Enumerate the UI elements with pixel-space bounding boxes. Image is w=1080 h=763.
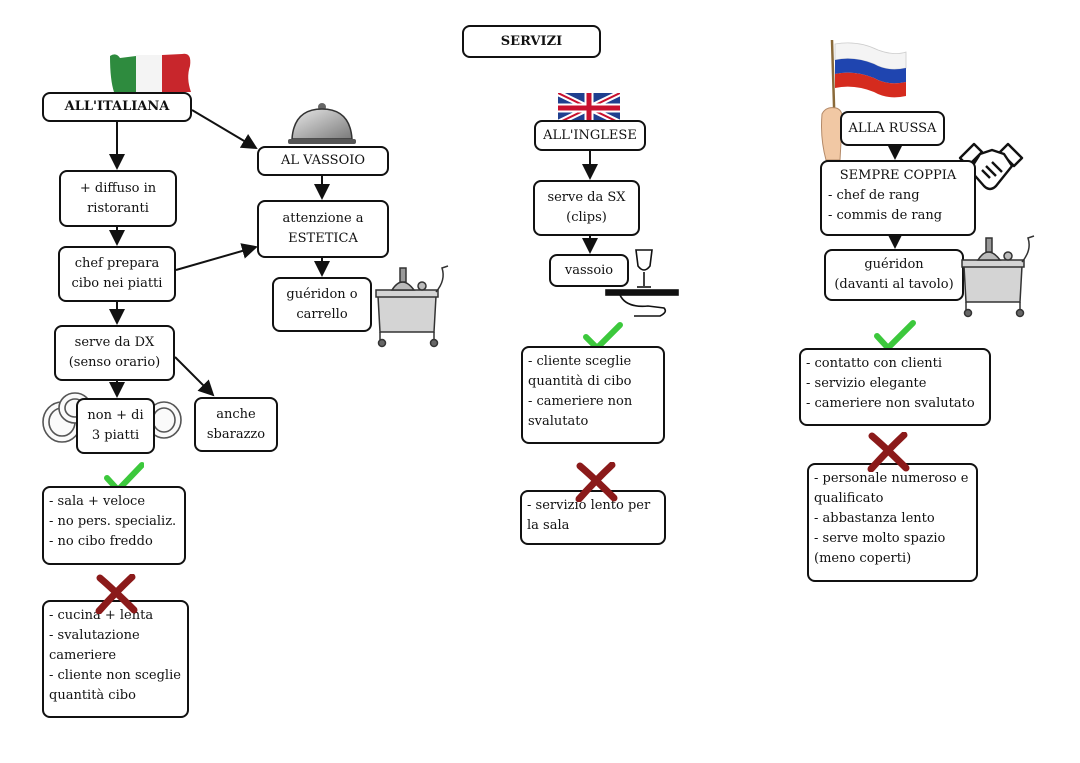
serve-dx-line-1: serve da DX	[74, 335, 155, 350]
inglese-header: ALL'INGLESE	[534, 120, 646, 151]
title-box: SERVIZI	[462, 25, 601, 58]
vassoio-header: AL VASSOIO	[257, 146, 389, 176]
ru-contro-1: - personale numeroso e	[814, 471, 969, 486]
russa-coppia-box: SEMPRE COPPIA - chef de rang - commis de…	[820, 160, 976, 236]
ru-contro-2: qualificato	[814, 491, 884, 506]
eng-pro-2: quantità di cibo	[528, 374, 632, 389]
cloche-icon	[288, 103, 356, 144]
vassoio-header-text: AL VASSOIO	[280, 153, 366, 168]
vassoio-estetica-box: attenzione a ESTETICA	[257, 200, 389, 258]
italiana-pro-box: - sala + veloce - no pers. specializ. - …	[42, 486, 186, 565]
ru-contro-5: (meno coperti)	[814, 551, 912, 566]
arrow-italiana-vassoio	[191, 109, 258, 150]
italiana-serve-box: serve da DX (senso orario)	[54, 325, 175, 381]
ru-pro-1: - contatto con clienti	[806, 356, 943, 371]
italiana-chef-box: chef prepara cibo nei piatti	[58, 246, 176, 302]
inglese-serve-box: serve da SX (clips)	[533, 180, 640, 236]
russa-gueridon-box: guéridon (davanti al tavolo)	[824, 249, 964, 301]
gueridon-line-1: guéridon o	[286, 286, 358, 302]
ru-gueridon-line-1: guéridon	[864, 257, 924, 272]
trolley-icon	[961, 235, 1035, 318]
cross-icon	[867, 432, 910, 472]
russa-contro-box: - personale numeroso e qualificato - abb…	[807, 463, 978, 582]
russa-header: ALLA RUSSA	[840, 111, 945, 146]
eng-pro-3: - cameriere non	[528, 394, 633, 409]
ru-pro-3: - cameriere non svalutato	[806, 396, 975, 411]
italiana-contro-box: - cucina + lenta - svalutazione camerier…	[42, 600, 189, 718]
eng-contro-2: la sala	[527, 518, 570, 533]
gueridon-line-2: carrello	[296, 306, 348, 322]
eng-contro-1: - servizio lento per	[527, 498, 651, 513]
title-text: SERVIZI	[500, 33, 563, 49]
arrow-chef-estetica	[175, 243, 258, 271]
ita-contro-4: - cliente non sceglie	[49, 668, 181, 683]
serve-sx-line-2: (clips)	[566, 210, 607, 225]
russa-header-text: ALLA RUSSA	[848, 120, 937, 136]
ita-contro-3: cameriere	[49, 648, 117, 663]
chef-line-2: cibo nei piatti	[71, 276, 163, 291]
ru-pro-2: - servizio elegante	[806, 376, 927, 391]
inglese-pro-box: - cliente sceglie quantità di cibo - cam…	[521, 346, 665, 444]
ru-gueridon-line-2: (davanti al tavolo)	[834, 277, 954, 292]
inglese-header-text: ALL'INGLESE	[543, 127, 637, 143]
ru-contro-3: - abbastanza lento	[814, 511, 935, 526]
trolley-icon	[375, 265, 449, 348]
italiana-diffuso-box: + diffuso in ristoranti	[59, 170, 177, 227]
diffuso-line-1: + diffuso in	[79, 180, 157, 196]
italiana-sbarazzo-box: anche sbarazzo	[194, 397, 278, 452]
ita-pro-1: - sala + veloce	[49, 494, 146, 509]
russia-flag-icon	[821, 39, 907, 161]
estetica-line-1: attenzione a	[282, 211, 364, 226]
italiana-header: ALL'ITALIANA	[42, 92, 192, 122]
russa-pro-box: - contatto con clienti - servizio elegan…	[799, 348, 991, 426]
diffuso-line-2: ristoranti	[87, 200, 149, 216]
inglese-vassoio-box: vassoio	[549, 254, 629, 287]
sbarazzo-line-1: anche	[216, 406, 256, 422]
vassoio-gueridon-box: guéridon o carrello	[272, 277, 372, 332]
chef-line-1: chef prepara	[74, 256, 160, 271]
coppia-line-3: - commis de rang	[828, 208, 943, 223]
italiana-header-text: ALL'ITALIANA	[64, 99, 170, 114]
cross-icon	[575, 462, 618, 502]
coppia-line-1: SEMPRE COPPIA	[839, 168, 957, 183]
arrow-serve-sbarazzo	[174, 356, 215, 397]
ita-contro-2: - svalutazione	[49, 628, 140, 643]
serve-dx-line-2: (senso orario)	[68, 355, 161, 370]
ita-contro-5: quantità cibo	[49, 688, 136, 703]
ita-contro-1: - cucina + lenta	[49, 608, 154, 623]
wine-glass-tray-icon	[605, 249, 679, 317]
inglese-contro-box: - servizio lento per la sala	[520, 490, 666, 545]
eng-pro-1: - cliente sceglie	[528, 354, 632, 369]
serve-sx-line-1: serve da SX	[547, 190, 626, 205]
italy-flag-icon	[110, 53, 191, 92]
uk-flag-icon	[558, 93, 620, 123]
estetica-line-2: ESTETICA	[288, 231, 358, 246]
ita-pro-3: - no cibo freddo	[49, 534, 153, 549]
eng-pro-4: svalutato	[528, 414, 589, 429]
italiana-piatti-box: non + di 3 piatti	[76, 398, 155, 454]
ru-contro-4: - serve molto spazio	[814, 531, 946, 546]
cross-icon	[95, 574, 138, 614]
piatti-line-1: non + di	[87, 408, 144, 423]
sbarazzo-line-2: sbarazzo	[206, 426, 266, 442]
coppia-line-2: - chef de rang	[828, 188, 920, 203]
inglese-vassoio-text: vassoio	[564, 262, 614, 278]
ita-pro-2: - no pers. specializ.	[49, 514, 177, 529]
piatti-line-2: 3 piatti	[91, 428, 140, 443]
